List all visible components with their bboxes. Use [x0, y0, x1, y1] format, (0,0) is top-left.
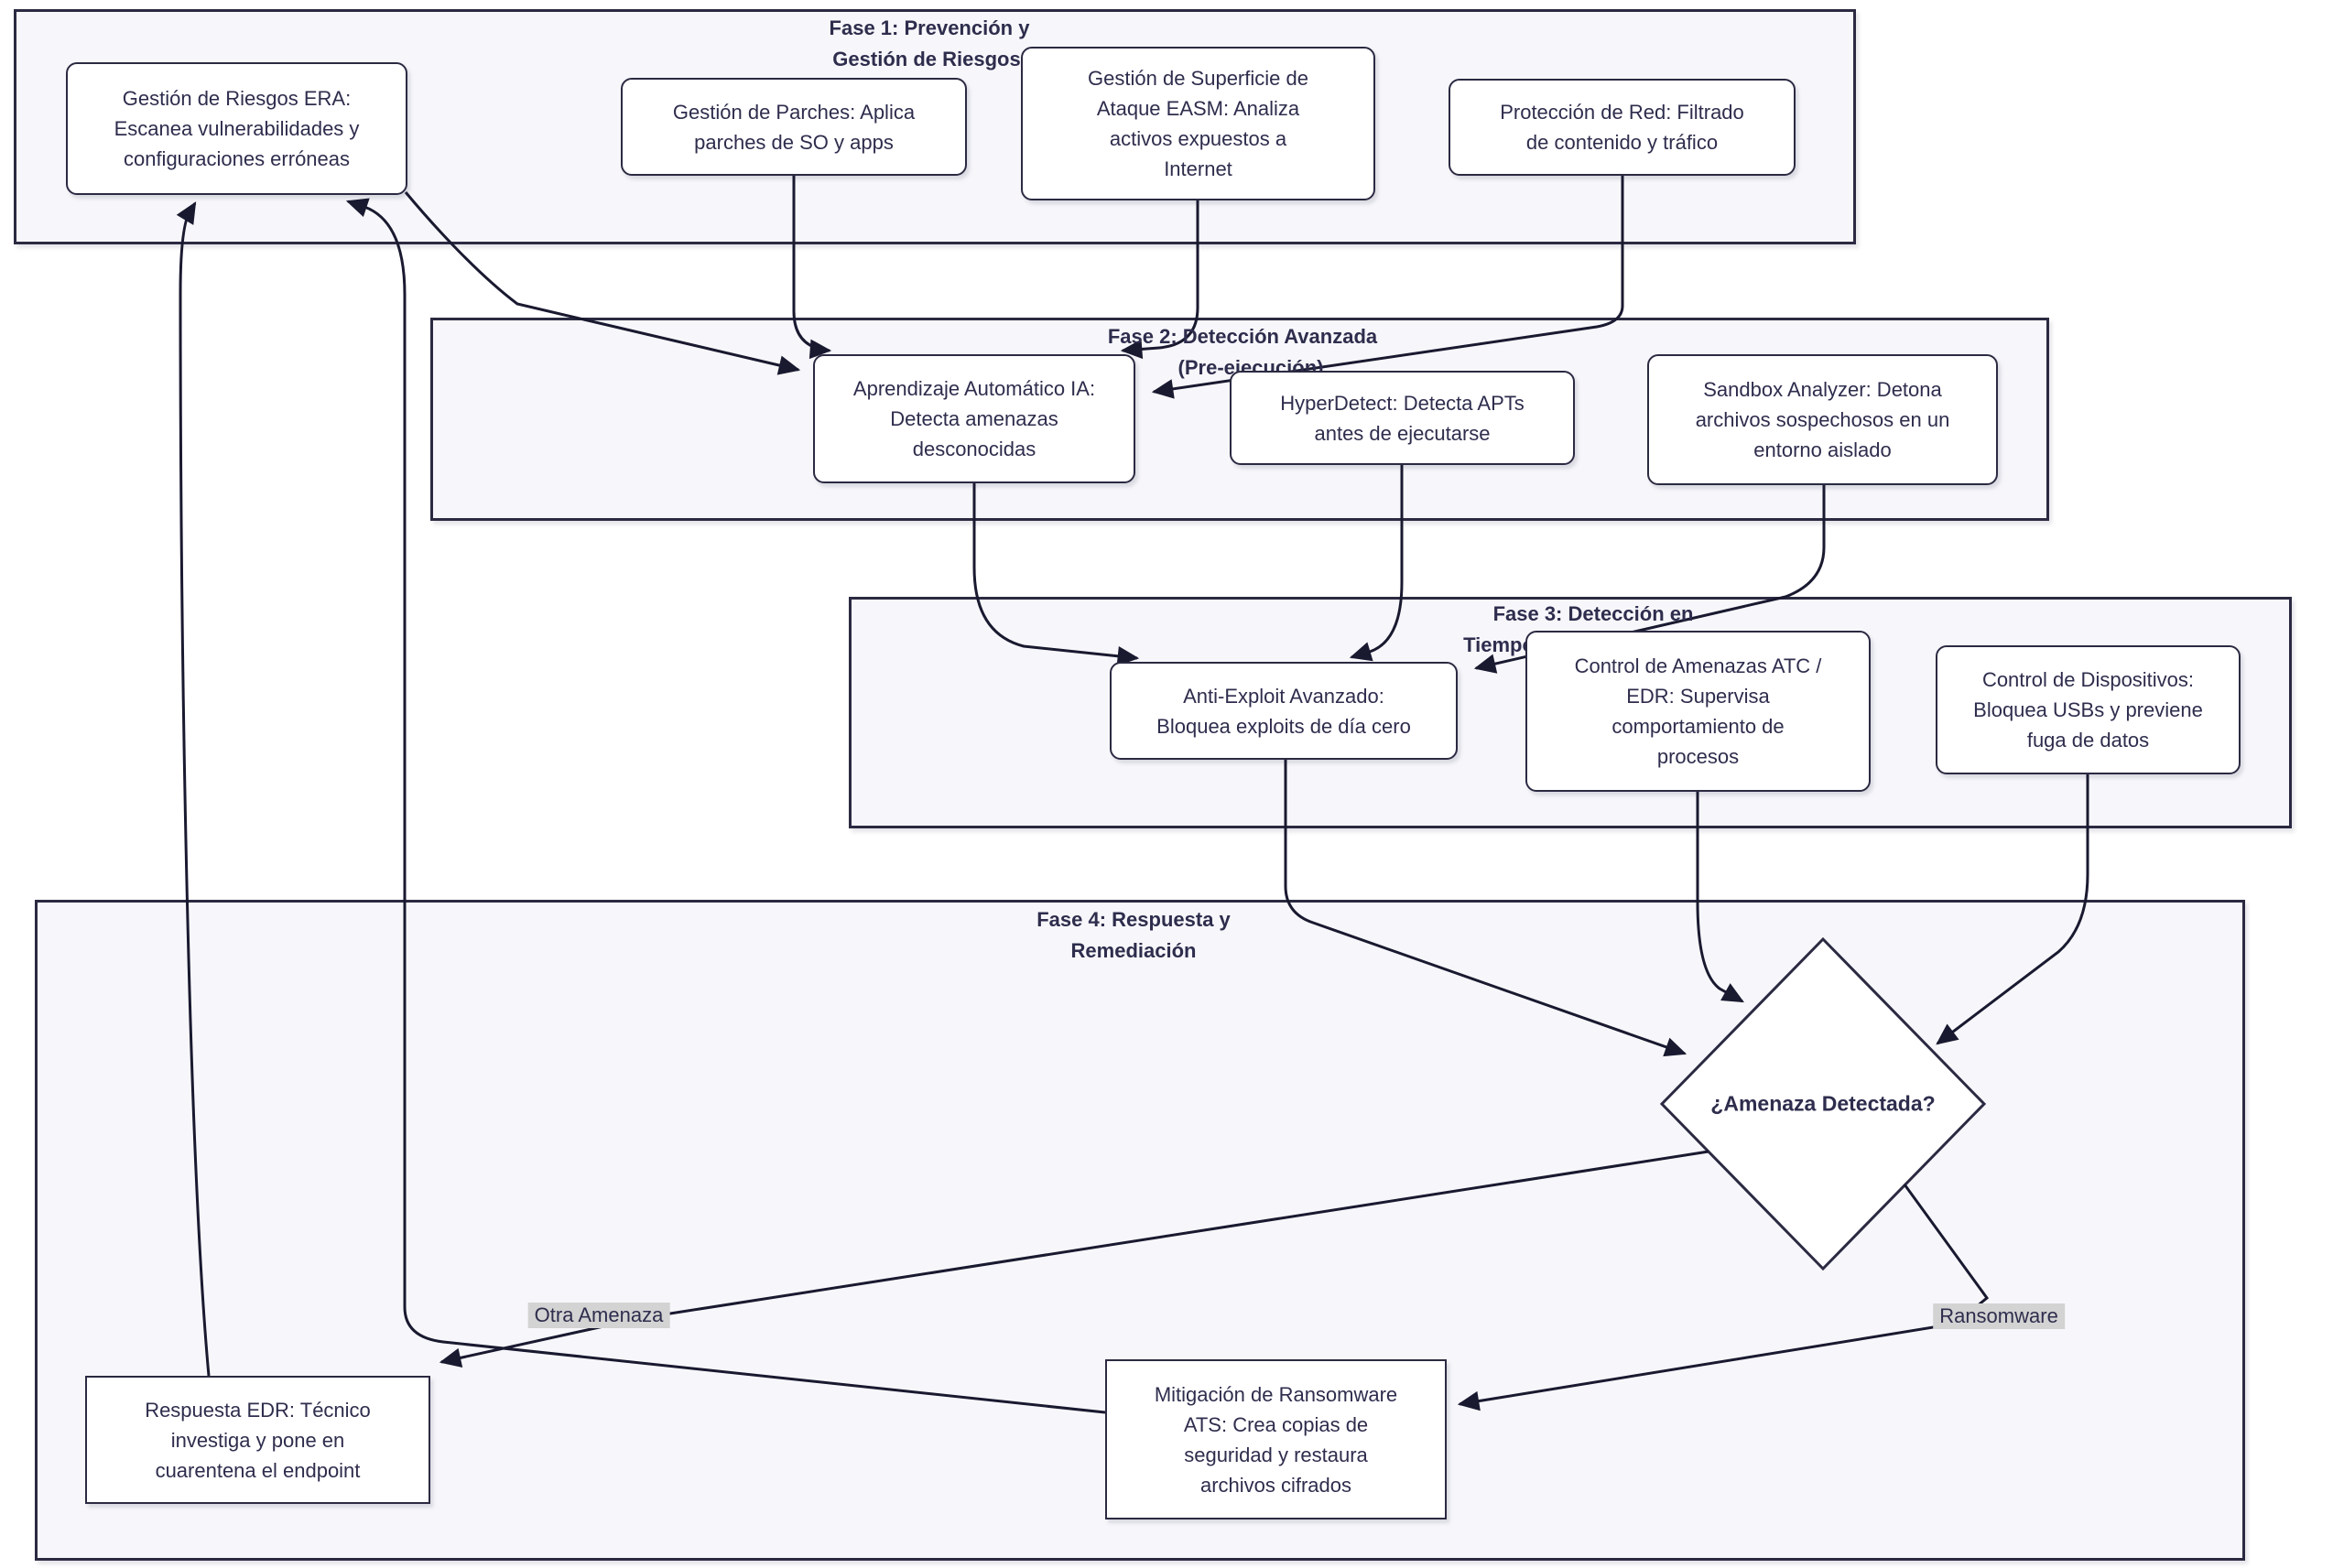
decision-question-label: ¿Amenaza Detectada? [1710, 1091, 1936, 1116]
cluster-fase1-title-line2: Gestión de Riesgos [832, 48, 1021, 70]
edge-label-ransomware: Ransomware [1933, 1303, 2065, 1329]
edge-sandbox-to-antiexploit [1473, 485, 1826, 674]
node-control-dispositivos: Control de Dispositivos:Bloquea USBs y p… [1936, 645, 2241, 774]
edge-easm-to-aprendizaje [1120, 200, 1199, 360]
edge-protred-to-aprendizaje [1151, 176, 1624, 399]
edge-atc-to-decision [1696, 792, 1744, 1003]
edge-decision-ransomware-to-ats [1457, 1184, 1990, 1411]
decision-diamond [1659, 936, 1987, 1271]
edge-edr-feedback-to-era [176, 201, 211, 1377]
node-anti-exploit: Anti-Exploit Avanzado:Bloquea exploits d… [1110, 662, 1458, 760]
cluster-fase3-title-line2: Tiempo [1463, 633, 1535, 656]
edge-hyperdetect-to-antiexploit [1349, 465, 1404, 662]
cluster-fase4-title-line1: Fase 4: Respuesta y [1036, 908, 1231, 931]
node-gestion-riesgos-era: Gestión de Riesgos ERA:Escanea vulnerabi… [66, 62, 407, 195]
cluster-fase2-title-line1: Fase 2: Detección Avanzada [1107, 325, 1378, 348]
edge-dispositivos-to-decision [1936, 774, 2089, 1045]
edge-decision-otra-amenaza-to-edr [439, 1150, 1709, 1368]
cluster-fase4-title-line2: Remediación [1070, 939, 1197, 962]
node-aprendizaje-automatico: Aprendizaje Automático IA:Detecta amenaz… [813, 354, 1135, 483]
edge-antiexploit-to-decision [1284, 760, 1687, 1057]
edge-label-otra-amenaza: Otra Amenaza [527, 1303, 670, 1328]
edge-parches-to-aprendizaje [792, 176, 832, 360]
edge-aprendizaje-to-antiexploit [972, 483, 1140, 666]
edge-era-to-aprendizaje [404, 191, 801, 375]
cluster-fase1-title-line1: Fase 1: Prevención y [829, 16, 1030, 39]
cluster-fase3-title-line1: Fase 3: Detección en [1492, 602, 1694, 625]
edge-ats-feedback-to-era [345, 198, 1106, 1414]
